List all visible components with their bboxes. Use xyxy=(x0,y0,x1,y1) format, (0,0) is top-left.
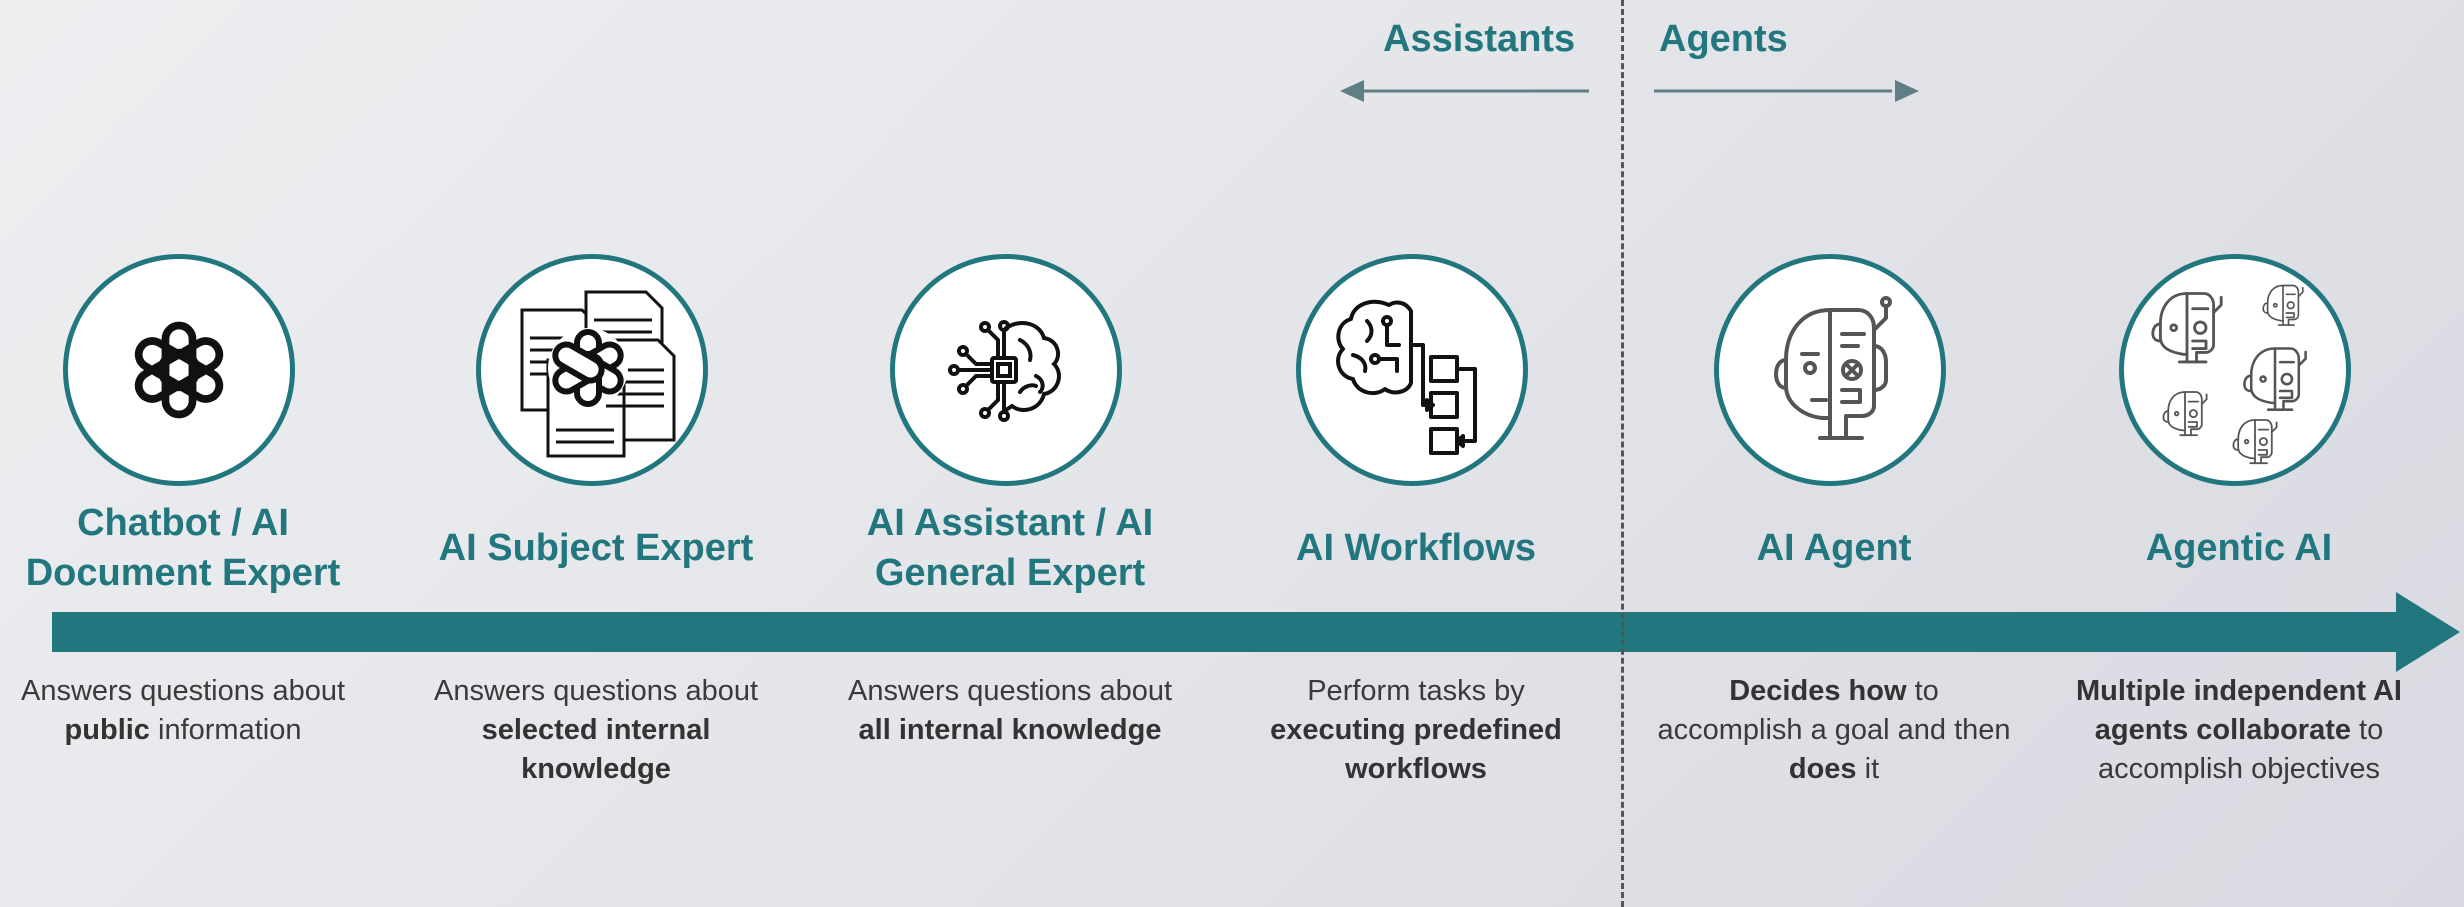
stage-ai-assistant: AI Assistant / AI General Expert Answers… xyxy=(830,0,1190,907)
brain-workflow-icon xyxy=(1296,254,1528,486)
description-emphasis: executing predefined workflows xyxy=(1270,714,1562,785)
agents-arrow xyxy=(1654,80,1919,102)
stage-title: AI Assistant / AI General Expert xyxy=(866,502,1154,594)
stage-title: AI Agent xyxy=(1756,527,1912,569)
assistants-label: Assistants xyxy=(1383,18,1576,60)
description-emphasis: Decides how xyxy=(1729,675,1907,707)
description-text: to accomplish objectives xyxy=(2097,714,2384,785)
stage-description: Perform tasks by executing predefined wo… xyxy=(1236,672,1596,789)
stage-description: Answers questions about selected interna… xyxy=(416,672,776,789)
stage-subject-expert: AI Subject Expert Answers questions abou… xyxy=(416,0,776,907)
stage-title: Chatbot / AI Document Expert xyxy=(25,502,341,594)
stage-agentic-ai: Agentic AI Multiple independent AI agent… xyxy=(2059,0,2419,907)
stage-title: AI Workflows xyxy=(1296,527,1536,569)
description-emphasis: selected internal knowledge xyxy=(481,714,711,785)
stage-description: Answers questions about all internal kno… xyxy=(830,672,1190,750)
description-text: to accomplish a goal and then xyxy=(1657,675,2011,746)
assistants-arrow xyxy=(1340,80,1589,102)
assistants-agents-divider xyxy=(1621,0,1624,907)
stage-title: AI Subject Expert xyxy=(438,527,754,569)
robot-head-icon xyxy=(1714,254,1946,486)
description-text: it xyxy=(1856,753,1880,785)
description-emphasis: public xyxy=(64,714,150,746)
brain-circuit-icon xyxy=(890,254,1122,486)
description-text: Answers questions about xyxy=(20,675,346,707)
stage-title: Agentic AI xyxy=(2145,527,2333,569)
stage-ai-workflows: AI Workflows Perform tasks by executing … xyxy=(1236,0,1596,907)
description-text: Perform tasks by xyxy=(1307,675,1525,707)
stage-description: Decides how to accomplish a goal and the… xyxy=(1654,672,2014,789)
agents-label: Agents xyxy=(1659,18,1788,60)
description-text: information xyxy=(149,714,302,746)
openai-logo-icon xyxy=(63,254,295,486)
description-emphasis: does xyxy=(1788,753,1857,785)
stage-description: Multiple independent AI agents collabora… xyxy=(2059,672,2419,789)
documents-openai-icon xyxy=(476,254,708,486)
description-emphasis: Multiple independent AI agents collabora… xyxy=(2076,675,2402,746)
description-text: Answers questions about xyxy=(433,675,759,707)
description-text: Answers questions about xyxy=(847,675,1173,707)
description-emphasis: all internal knowledge xyxy=(858,714,1162,746)
stage-ai-agent: AI Agent Decides how to accomplish a goa… xyxy=(1654,0,2014,907)
stage-description: Answers questions about public informati… xyxy=(3,672,363,750)
stage-chatbot: Chatbot / AI Document Expert Answers que… xyxy=(3,0,363,907)
multiple-robots-icon xyxy=(2119,254,2351,486)
